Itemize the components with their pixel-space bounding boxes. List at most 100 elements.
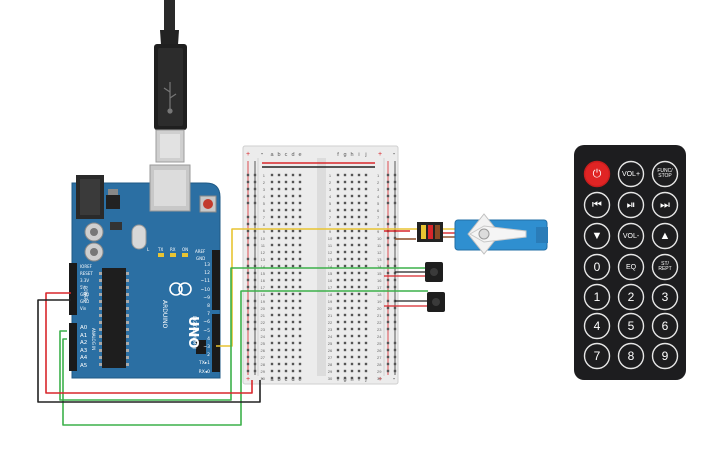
pin-label: 12 [204,271,210,277]
breadboard-row-number: 24 [377,334,382,339]
digit-1-button-label: 1 [593,290,601,304]
servo-motor[interactable] [417,213,548,255]
breadboard-row-number: 5 [377,201,380,206]
pin-label: IOREF [80,264,92,269]
breadboard-row-number: 12 [328,250,333,255]
digit-1-button[interactable] [583,283,611,311]
digit-9-button-label: 9 [661,349,669,363]
breadboard-row-number: 28 [261,362,266,367]
breadboard-row-number: 22 [328,320,333,325]
digit-7-button[interactable] [583,342,611,370]
pin-label: ~6 [203,320,210,326]
breadboard-column-label: c [285,152,288,158]
breadboard-column-label: j [364,152,366,158]
pin-label: Vin [80,306,87,311]
usb-cable[interactable] [154,0,187,163]
pin-label: A2 [80,340,88,347]
pin-label: ~11 [200,279,211,285]
breadboard-row-number: 25 [377,341,382,346]
eq-button[interactable] [617,253,645,281]
breadboard-column-label: a [270,377,274,383]
pin-label: 3.3V [80,278,90,283]
analog-header [69,323,77,371]
breadboard-column-label: h [350,377,353,383]
breadboard-row-number: 26 [261,348,266,353]
breadboard-row-number: 5 [329,201,332,206]
breadboard-row-number: 17 [328,285,333,290]
led-label: L [147,247,150,252]
breadboard-column-label: g [343,152,346,158]
play-pause-button[interactable] [617,191,645,219]
breadboard-row-number: 9 [377,229,380,234]
pin-label: A3 [80,347,88,354]
breadboard-row-number: 18 [261,292,266,297]
eq-button-label: EQ [625,263,637,271]
wire-green-ir1 [59,267,425,401]
digit-2-button-label: 2 [627,290,635,304]
breadboard-row-number: 3 [329,187,332,192]
vol-up-button[interactable] [617,160,645,188]
digit-3-button[interactable] [651,283,679,311]
breadboard-row-number: 11 [261,243,266,248]
led-label: TX [158,247,164,252]
digit-2-button[interactable] [617,283,645,311]
breadboard-row-number: 3 [263,187,266,192]
breadboard-row-number: 26 [328,348,333,353]
breadboard-row-number: 17 [377,285,382,290]
up-button[interactable] [651,222,679,250]
digit-4-button[interactable] [583,312,611,340]
digit-5-button[interactable] [617,312,645,340]
breadboard-row-number: 30 [328,376,333,381]
breadboard-rail-label: - [261,151,264,158]
breadboard-row-number: 5 [263,201,266,206]
prev-button[interactable] [583,191,611,219]
breadboard-row-number: 16 [377,278,382,283]
aref-label: AREF [195,249,206,254]
digit-0-button[interactable] [583,253,611,281]
func-stop-button-label: FUNC/ STOP [657,168,673,179]
breadboard-column-label: d [291,377,294,383]
pin-label: A0 [80,325,88,331]
func-stop-button[interactable] [651,160,679,188]
digit-8-button[interactable] [617,342,645,370]
breadboard-row-number: 6 [329,208,332,213]
ir-receiver-2[interactable] [427,292,445,312]
ir-receiver-1[interactable] [425,262,443,282]
power-button[interactable] [583,160,611,188]
digit-9-button[interactable] [651,342,679,370]
breadboard-row-number: 25 [261,341,266,346]
led-label: RX [170,247,176,252]
breadboard-row-number: 6 [377,208,380,213]
breadboard-row-number: 15 [377,271,382,276]
wires [37,162,428,426]
atmega-chip [102,268,126,368]
down-button[interactable] [583,222,611,250]
breadboard-row-number: 14 [328,264,333,269]
breadboard-row-number: 12 [377,250,382,255]
breadboard-row-number: 13 [261,257,266,262]
breadboard-row-number: 29 [261,369,266,374]
play-pause-button-label: ⏯ [626,198,636,211]
pin-label: 4 [207,336,210,342]
next-button[interactable] [651,191,679,219]
arduino-uno-board[interactable] [69,164,221,379]
breadboard-row-number: 19 [377,299,382,304]
breadboard-row-number: 2 [263,180,266,185]
breadboard-row-number: 10 [328,236,333,241]
breadboard-column-label: a [270,152,274,158]
analog-label: ANALOG IN [91,328,96,351]
st-rept-button[interactable] [651,253,679,281]
breadboard-row-number: 21 [377,313,382,318]
breadboard-row-number: 4 [263,194,266,199]
breadboard-row-number: 22 [261,320,266,325]
pin-label: A4 [80,355,88,362]
breadboard-row-number: 26 [377,348,382,353]
breadboard-row-number: 22 [377,320,382,325]
breadboard-row-number: 23 [261,327,266,332]
vol-down-button[interactable] [617,222,645,250]
pin-label: RESET [80,271,93,276]
ir-remote[interactable] [574,145,686,380]
digit-6-button[interactable] [651,312,679,340]
